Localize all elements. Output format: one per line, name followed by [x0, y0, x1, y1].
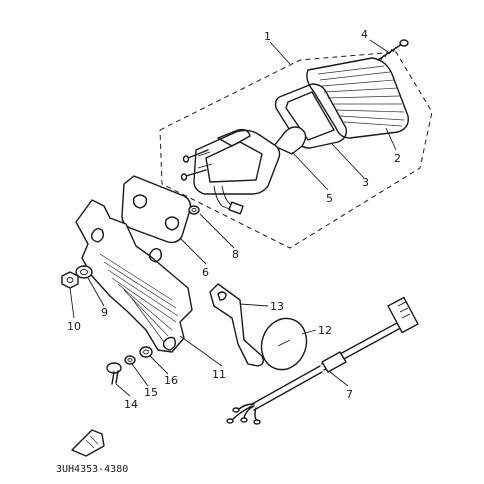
callout-2: 2: [394, 152, 401, 165]
callout-6: 6: [202, 266, 209, 279]
catalog-code: 3UH4353-4380: [56, 464, 128, 475]
callout-15: 15: [144, 386, 158, 399]
leader-8: [199, 213, 235, 249]
leader-5: [291, 151, 329, 191]
nut: [61, 271, 79, 289]
base-gasket: [121, 175, 192, 244]
leader-7: [329, 371, 349, 387]
callout-14: 14: [124, 398, 138, 411]
leader-2: [385, 127, 397, 151]
callout-10: 10: [67, 320, 81, 333]
leader-6: [179, 237, 207, 265]
callout-9: 9: [101, 306, 108, 319]
leader-16: [149, 355, 169, 375]
reflector: [260, 317, 308, 371]
leader-1: [269, 41, 291, 65]
leader-11: [179, 335, 223, 367]
leader-12: [301, 329, 317, 335]
collar: [75, 265, 93, 279]
lens-gasket: [274, 83, 348, 149]
taillight-base: [180, 128, 281, 215]
leader-13: [239, 303, 269, 307]
callout-12: 12: [318, 324, 332, 337]
leader-10: [69, 287, 75, 319]
leader-4: [369, 39, 389, 53]
leader-3: [331, 143, 365, 179]
wire-harness: [226, 296, 419, 425]
callout-5: 5: [326, 192, 333, 205]
grommet: [188, 205, 200, 215]
callout-16: 16: [164, 374, 178, 387]
lens-screw: [377, 39, 409, 61]
callout-7: 7: [346, 388, 353, 401]
front-direction-icon: [71, 429, 105, 457]
tail-light-lens: [306, 57, 409, 139]
license-bracket: [209, 283, 265, 367]
spring-washer: [124, 355, 136, 365]
plain-washer: [139, 346, 153, 358]
callout-3: 3: [362, 176, 369, 189]
taillight-assembly-outline: [159, 51, 433, 249]
taillight-bracket: [75, 199, 193, 353]
callout-4: 4: [361, 28, 368, 41]
mounting-bolt: [106, 362, 122, 385]
leader-9: [87, 277, 105, 307]
callout-13: 13: [270, 300, 284, 313]
callout-11: 11: [212, 368, 226, 381]
callout-1: 1: [264, 30, 271, 43]
leader-14: [115, 383, 131, 397]
callout-8: 8: [232, 248, 239, 261]
leader-15: [131, 363, 149, 387]
